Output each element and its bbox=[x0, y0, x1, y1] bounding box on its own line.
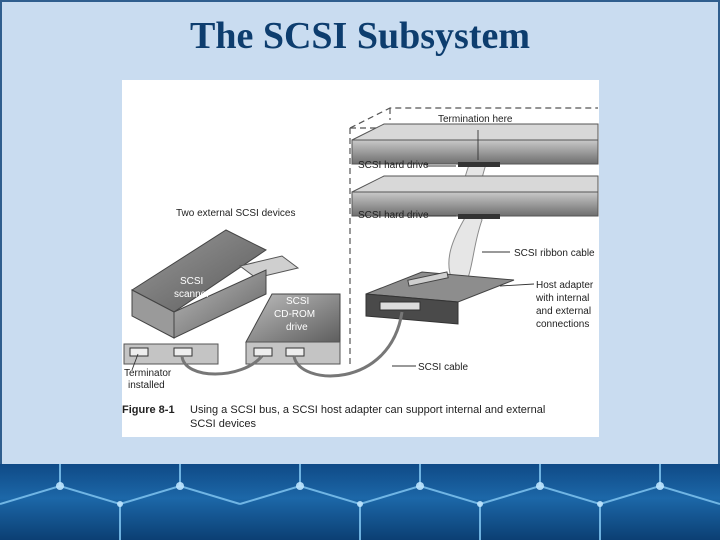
label-host-adapter-line2: with internal bbox=[535, 293, 589, 304]
leader-lines bbox=[131, 130, 535, 371]
label-host-adapter-line3: and external bbox=[536, 306, 591, 317]
figure-caption-line1: Using a SCSI bus, a SCSI host adapter ca… bbox=[190, 404, 545, 416]
label-cdrom-line2: CD-ROM bbox=[274, 309, 315, 320]
label-terminator-line1: Terminator bbox=[124, 368, 172, 379]
scsi-scanner bbox=[123, 229, 300, 365]
label-cdrom: SCSI CD-ROM drive bbox=[274, 296, 315, 333]
label-terminator: Terminator installed bbox=[124, 368, 172, 391]
label-host-adapter-line1: Host adapter bbox=[536, 280, 594, 291]
label-termination-here: Termination here bbox=[438, 114, 513, 125]
slide-title: The SCSI Subsystem bbox=[190, 15, 530, 57]
label-host-adapter-line4: connections bbox=[536, 319, 589, 330]
scsi-diagram-svg: Termination here SCSI hard drive SCSI ha… bbox=[122, 107, 599, 430]
label-hard-drive-2: SCSI hard drive bbox=[358, 210, 429, 221]
label-cdrom-line1: SCSI bbox=[286, 296, 309, 307]
label-host-adapter: Host adapter with internal and external … bbox=[535, 280, 594, 330]
host-adapter-card bbox=[365, 271, 515, 325]
figure-scsi-diagram: Termination here SCSI hard drive SCSI ha… bbox=[122, 80, 599, 437]
label-scanner-line1: SCSI bbox=[180, 276, 203, 287]
label-scanner: SCSI scanner bbox=[174, 276, 210, 300]
label-terminator-line2: installed bbox=[128, 380, 165, 391]
hexagon-pattern bbox=[0, 464, 720, 540]
decorative-hexagon-band bbox=[0, 464, 720, 540]
label-cdrom-line3: drive bbox=[286, 322, 308, 333]
figure-caption-line2: SCSI devices bbox=[190, 418, 257, 430]
label-ribbon-cable: SCSI ribbon cable bbox=[514, 248, 595, 259]
external-scsi-cables bbox=[180, 311, 404, 378]
figure-number: Figure 8-1 bbox=[122, 404, 175, 416]
label-scanner-line2: scanner bbox=[174, 289, 210, 300]
scsi-cdrom bbox=[245, 293, 341, 365]
label-hard-drive-1: SCSI hard drive bbox=[358, 160, 429, 171]
label-two-external-devices: Two external SCSI devices bbox=[176, 208, 296, 219]
hard-drive-1 bbox=[351, 123, 599, 167]
label-scsi-cable: SCSI cable bbox=[418, 362, 468, 373]
hard-drive-2 bbox=[351, 175, 599, 219]
